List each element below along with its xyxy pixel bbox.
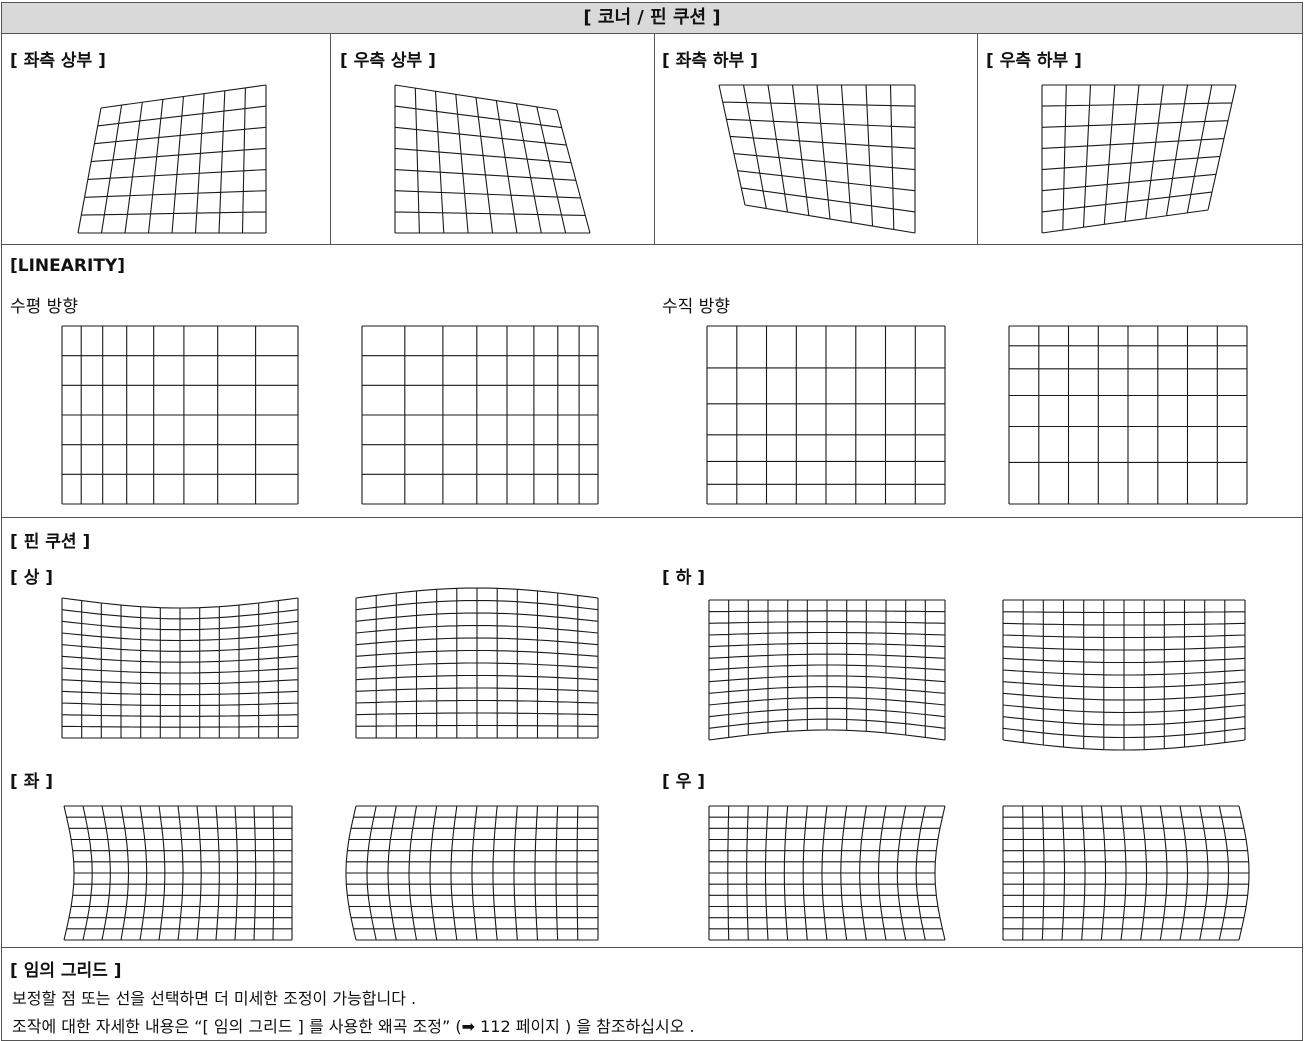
reference-text: 조작에 대한 자세한 내용은 “[ 임의 그리드 ] 를 사용한 왜곡 조정” … [12, 1017, 462, 1036]
page-title: [ 코너 / 핀 쿠션 ] [1, 2, 1303, 34]
divider [1, 947, 1303, 948]
corner-top-left-label: [ 좌측 상부 ] [10, 51, 106, 71]
free-grid-description: 보정할 점 또는 선을 선택하면 더 미세한 조정이 가능합니다 . [12, 989, 417, 1008]
corner-bottom-right-label: [ 우측 하부 ] [986, 51, 1082, 71]
free-grid-title: [ 임의 그리드 ] [10, 961, 122, 981]
divider [330, 34, 331, 244]
corner-bottom-left-label: [ 좌측 하부 ] [662, 51, 758, 71]
page-reference[interactable]: 112 페이지 ) 을 참조하십시오 . [475, 1017, 695, 1036]
divider [1, 517, 1303, 518]
linearity-title: [LINEARITY] [10, 256, 126, 276]
arrow-icon: ➡ [461, 1017, 476, 1036]
free-grid-reference: 조작에 대한 자세한 내용은 “[ 임의 그리드 ] 를 사용한 왜곡 조정” … [12, 1013, 695, 1037]
pincushion-title: [ 핀 쿠션 ] [10, 532, 91, 552]
divider [1, 244, 1303, 245]
corner-top-right-label: [ 우측 상부 ] [340, 51, 436, 71]
linearity-vertical-label: 수직 방향 [662, 297, 730, 317]
pincushion-top-label: [ 상 ] [10, 568, 54, 588]
divider [977, 34, 978, 244]
pincushion-bottom-label: [ 하 ] [662, 568, 706, 588]
divider [654, 34, 655, 244]
pincushion-right-label: [ 우 ] [662, 772, 706, 792]
linearity-horizontal-label: 수평 방향 [10, 297, 78, 317]
pincushion-left-label: [ 좌 ] [10, 772, 54, 792]
